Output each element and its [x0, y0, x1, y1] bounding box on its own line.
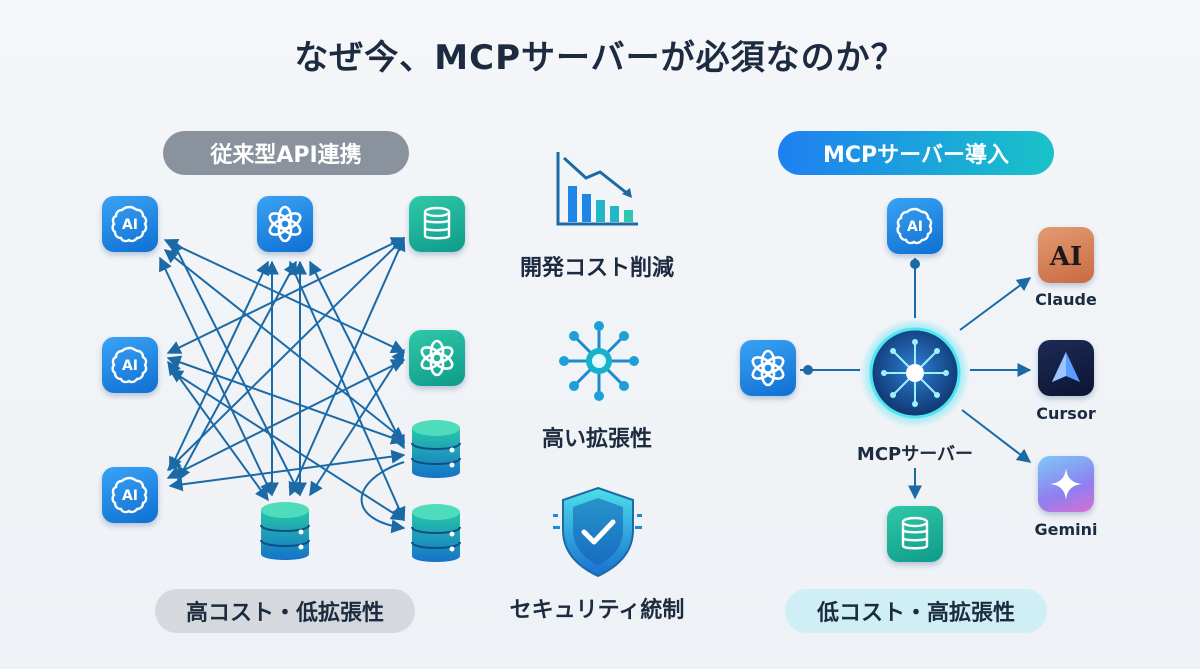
openai-icon [740, 340, 796, 396]
cursor-label: Cursor [1036, 404, 1096, 423]
openai-icon [409, 330, 465, 386]
claude-icon: AI [1038, 227, 1094, 283]
database-icon [410, 502, 462, 566]
ai-node-3-icon: AI [102, 467, 158, 523]
legacy-api-pill: 従来型API連携 [163, 131, 409, 175]
ai-node-1-icon: AI [102, 196, 158, 252]
svg-text:AI: AI [1049, 242, 1082, 272]
database-icon [887, 506, 943, 562]
cursor-icon [1038, 340, 1094, 396]
legacy-footer-pill: 高コスト・低拡張性 [155, 589, 415, 633]
mcp-footer-pill: 低コスト・高拡張性 [785, 589, 1047, 633]
database-icon [409, 196, 465, 252]
database-icon [259, 500, 311, 564]
ai-node-2-icon: AI [102, 337, 158, 393]
cost-down-chart-icon [556, 152, 638, 226]
svg-text:AI: AI [122, 217, 138, 233]
gemini-label: Gemini [1034, 520, 1098, 539]
mcp-server-label: MCPサーバー [856, 444, 974, 465]
openai-icon [257, 196, 313, 252]
mcp-adoption-pill: MCPサーバー導入 [778, 131, 1054, 175]
svg-text:AI: AI [122, 358, 138, 374]
mcp-server-hub-icon [860, 318, 970, 428]
claude-label: Claude [1035, 290, 1097, 309]
ai-node-right-icon: AI [887, 198, 943, 254]
gemini-icon [1038, 456, 1094, 512]
security-shield-icon [553, 486, 642, 578]
network-hub-icon [559, 321, 639, 401]
benefit-cost-reduction-label: 開発コスト削減 [519, 256, 674, 281]
svg-text:AI: AI [907, 219, 923, 235]
database-icon [410, 418, 462, 482]
svg-text:AI: AI [122, 488, 138, 504]
benefit-scalability-label: 高い拡張性 [541, 427, 652, 452]
page-title: なぜ今、MCPサーバーが必須なのか？ [294, 38, 906, 78]
benefit-security-label: セキュリティ統制 [509, 598, 685, 623]
